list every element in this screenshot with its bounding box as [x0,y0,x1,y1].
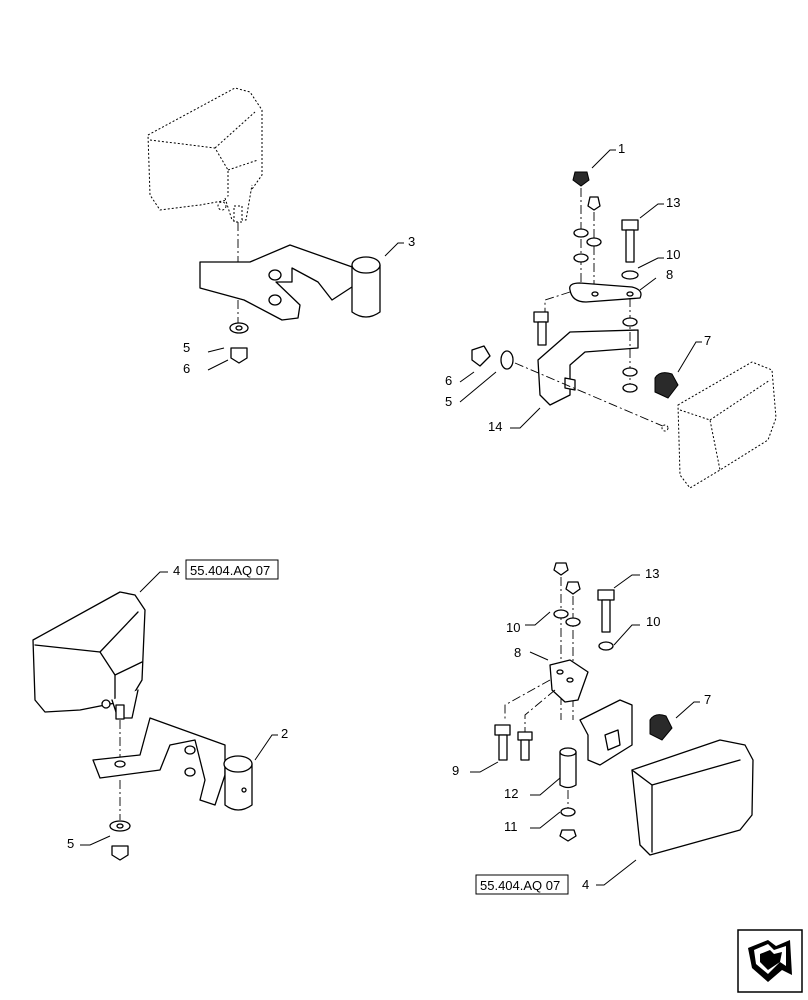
reference-box-br [475,874,569,895]
lamp-ghost-right [661,361,777,489]
nut-6 [230,347,248,364]
callout-5-tr: 5 [445,394,452,409]
callout-5-bl: 5 [67,836,74,851]
callout-3: 3 [408,234,415,249]
washer-5-tr [500,350,514,370]
bracket-14 [537,329,639,406]
assembly-top-right: 1 13 10 8 7 6 5 14 [445,141,777,489]
callout-13: 13 [666,195,680,210]
callout-8: 8 [666,267,673,282]
assembly-bottom-left: 2 5 4 55.404.AQ 07 [32,559,288,861]
callout-13-br: 13 [645,566,659,581]
callout-14: 14 [488,419,502,434]
washer-10 [621,270,639,280]
reference-box-bl [185,559,279,580]
callout-7: 7 [704,333,711,348]
bolt-13 [621,219,639,263]
assembly-bottom-right: 13 10 10 8 7 9 12 11 4 55.404.AQ 07 [452,562,754,895]
callout-12: 12 [504,786,518,801]
plate-8 [569,282,642,303]
callout-10-br-right: 10 [646,614,660,629]
callout-1: 1 [618,141,625,156]
knob-7 [654,372,679,399]
bracket-2 [92,717,253,811]
callout-10-br-left: 10 [506,620,520,635]
reference-label-br: 55.404.AQ 07 [480,878,560,893]
lamp-4-br [631,739,754,856]
bolt-13-br [597,589,615,633]
assembly-top-left: 3 5 6 [147,87,415,376]
nut-1 [572,171,590,187]
lamp-4 [32,591,146,720]
bracket-3 [199,244,381,321]
knob-7-br [649,714,673,741]
callout-7-br: 7 [704,692,711,707]
next-page-arrow-icon[interactable] [737,929,803,993]
bracket-12 [559,699,633,789]
callout-11: 11 [504,819,518,834]
callout-5: 5 [183,340,190,355]
reference-label-bl: 55.404.AQ 07 [190,563,270,578]
callout-10: 10 [666,247,680,262]
callout-6-tr: 6 [445,373,452,388]
callout-4-br: 4 [582,877,589,892]
callout-8-br: 8 [514,645,521,660]
callout-9: 9 [452,763,459,778]
callout-4-bl: 4 [173,563,180,578]
callout-6: 6 [183,361,190,376]
nut-6-tr [471,345,491,367]
callout-2: 2 [281,726,288,741]
lamp-ghost [147,87,263,223]
